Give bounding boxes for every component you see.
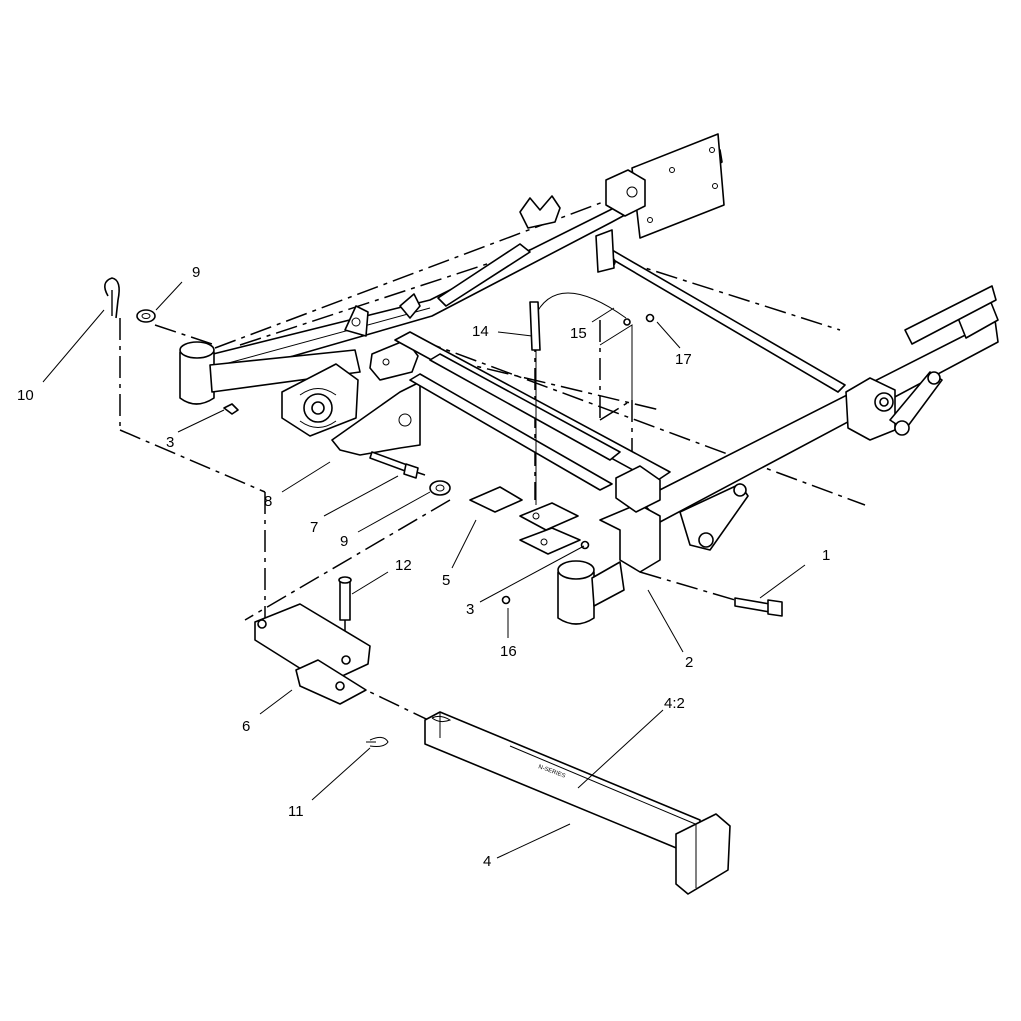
bolt-16 <box>501 595 511 605</box>
spring-cable <box>529 292 631 505</box>
long-bolt <box>734 597 783 617</box>
washer-upper <box>136 309 156 323</box>
callout-17: 17 <box>675 351 692 368</box>
nut-right <box>645 313 655 323</box>
washer-lower <box>429 480 451 496</box>
callout-4-2: 4:2 <box>664 695 685 712</box>
callout-5: 5 <box>442 572 450 589</box>
clevis-pin <box>338 576 352 621</box>
callout-4: 4 <box>483 853 491 870</box>
hair-pin <box>104 277 120 319</box>
callout-15: 15 <box>570 325 587 342</box>
leader-lines <box>42 281 806 859</box>
callout-8: 8 <box>264 493 272 510</box>
callout-3-center: 3 <box>466 601 474 618</box>
mower-deck-frame <box>179 133 999 625</box>
bolt-small <box>369 451 419 479</box>
callout-3-left: 3 <box>166 434 174 451</box>
callout-6: 6 <box>242 718 250 735</box>
callout-labels: 1 2 3 3 4 4:2 5 6 7 8 9 9 10 11 12 14 15… <box>17 264 830 870</box>
cotter-pin <box>366 736 389 747</box>
nut-left <box>223 403 239 415</box>
callout-7: 7 <box>310 519 318 536</box>
callout-1: 1 <box>822 547 830 564</box>
nut-center <box>580 540 590 550</box>
support-plate <box>469 486 581 555</box>
callout-14: 14 <box>472 323 489 340</box>
push-arm: N-SERIES <box>424 711 731 895</box>
callout-9-lower: 9 <box>340 533 348 550</box>
callout-2: 2 <box>685 654 693 671</box>
callout-10: 10 <box>17 387 34 404</box>
callout-9-upper: 9 <box>192 264 200 281</box>
callout-11: 11 <box>288 803 304 820</box>
callout-16: 16 <box>500 643 517 660</box>
push-arm-bracket <box>254 603 371 705</box>
callout-12: 12 <box>395 557 412 574</box>
